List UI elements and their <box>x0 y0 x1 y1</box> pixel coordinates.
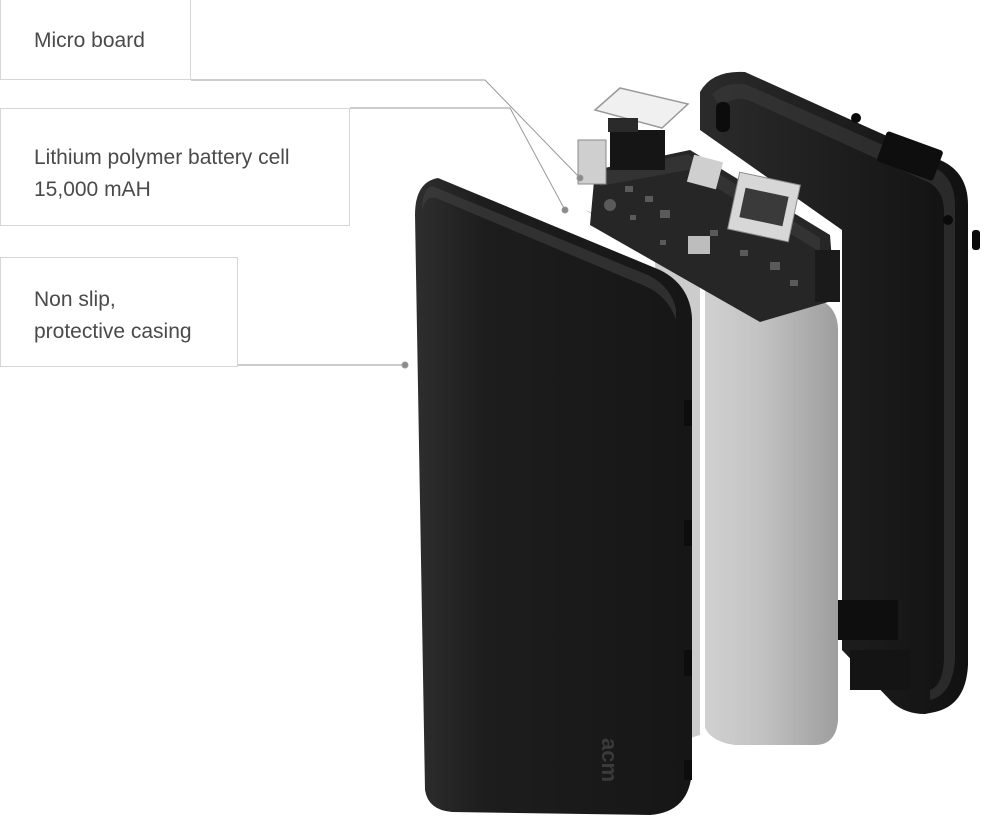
back-casing <box>700 71 980 715</box>
callout-battery-cell: Lithium polymer battery cell 15,000 mAH <box>0 108 350 226</box>
callout-casing-label: Non slip, protective casing <box>34 288 192 343</box>
callout-micro-board: Micro board <box>0 0 191 80</box>
leader-line-micro-board <box>191 79 581 179</box>
callout-micro-board-label: Micro board <box>34 29 145 52</box>
front-casing: acm <box>415 178 692 815</box>
brand-mark: acm <box>597 738 622 782</box>
callout-battery-cell-label: Lithium polymer battery cell 15,000 mAH <box>34 146 290 201</box>
micro-board <box>577 87 840 322</box>
callout-casing: Non slip, protective casing <box>0 257 238 367</box>
leader-lines <box>191 79 584 369</box>
leader-line-battery <box>350 107 566 211</box>
